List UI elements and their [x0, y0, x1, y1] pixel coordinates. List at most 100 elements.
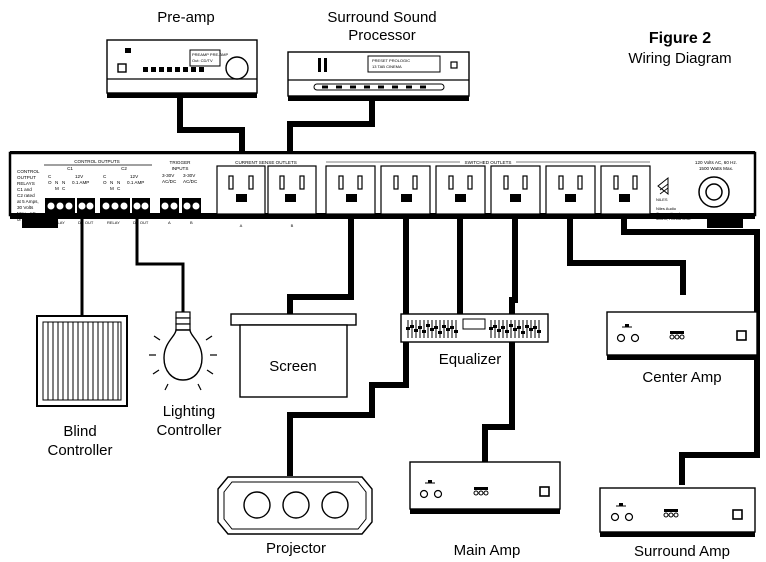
trigger-terminal-blocks — [160, 198, 201, 213]
svg-text:at 5 Amps,: at 5 Amps, — [17, 199, 39, 204]
preamp-display-line2: Out: CD/TV — [192, 58, 213, 63]
svg-text:AC/DC: AC/DC — [162, 179, 177, 184]
figure-title: Wiring Diagram — [628, 50, 731, 67]
svg-text:Miami, Florida USA: Miami, Florida USA — [656, 216, 691, 221]
svg-text:12V: 12V — [75, 174, 84, 179]
svg-text:C2: C2 — [121, 166, 127, 171]
svg-text:C: C — [103, 174, 107, 179]
svg-text:Niles Audio: Niles Audio — [656, 206, 677, 211]
main-amp-unit — [409, 461, 561, 514]
svg-text:O: O — [48, 180, 52, 185]
wire-screen — [287, 198, 354, 314]
svg-text:Corporation, Inc.: Corporation, Inc. — [656, 211, 686, 216]
preamp-button-row — [143, 67, 204, 72]
svg-text:N: N — [62, 180, 65, 185]
lighting-label-line2: Controller — [156, 422, 221, 439]
c1-contact-labels: C N O N M C 12V 0.1 AMP — [48, 174, 89, 191]
control-outputs-label: CONTROL OUTPUTS — [74, 159, 120, 164]
processor-label-line2: Processor — [348, 27, 416, 44]
trigger-inputs-label: TRIGGER — [170, 160, 192, 165]
svg-text:C1: C1 — [67, 166, 73, 171]
svg-text:NILES: NILES — [656, 197, 668, 202]
preamp-display — [189, 49, 221, 67]
equalizer-unit — [400, 313, 549, 343]
processor-display-line1: PRESET PROLOGIC — [372, 58, 410, 63]
svg-text:O: O — [103, 180, 107, 185]
svg-text:C: C — [117, 186, 121, 191]
current-sense-outlet-a: A — [216, 165, 266, 228]
preamp-volume-knob — [225, 56, 249, 80]
svg-text:DC OUT: DC OUT — [133, 220, 149, 225]
svg-text:B: B — [190, 220, 193, 225]
blind-label-line1: Blind — [63, 423, 96, 440]
svg-text:or DC.: or DC. — [17, 217, 30, 222]
current-sense-outlet-b: B — [267, 165, 317, 228]
svg-text:3-30V: 3-30V — [183, 173, 196, 178]
center-amp-label: Center Amp — [642, 369, 721, 386]
svg-text:N: N — [110, 180, 113, 185]
screen-unit: Screen — [230, 313, 357, 398]
projector-label: Projector — [266, 540, 326, 557]
svg-text:C2 rated: C2 rated — [17, 193, 35, 198]
surround-amp-unit — [599, 487, 756, 537]
svg-text:C: C — [48, 174, 52, 179]
wire-projector — [287, 198, 409, 476]
svg-text:A: A — [240, 223, 243, 228]
svg-text:Max., AC: Max., AC — [17, 211, 36, 216]
svg-text:3-30V: 3-30V — [162, 173, 175, 178]
plugs — [236, 194, 630, 202]
lighting-label-line1: Lighting — [163, 403, 216, 420]
surround-amp-label: Surround Amp — [634, 543, 730, 560]
svg-text:RELAY: RELAY — [107, 220, 120, 225]
niles-logo: NILES — [656, 176, 669, 202]
svg-text:INPUTS: INPUTS — [172, 166, 189, 171]
svg-text:12V: 12V — [130, 174, 139, 179]
wires — [80, 93, 760, 485]
svg-text:OUTPUT: OUTPUT — [17, 175, 36, 180]
svg-text:C: C — [62, 186, 66, 191]
switched-outlets-label: SWITCHED OUTLETS — [465, 160, 512, 165]
main-amp-label: Main Amp — [454, 542, 521, 559]
power-rating-line1: 120 Volts AC, 60 Hz. — [695, 160, 737, 165]
c2-contact-labels: C N O N M C 12V 0.1 AMP — [103, 174, 144, 191]
svg-text:30 Volts: 30 Volts — [17, 205, 34, 210]
svg-text:B: B — [291, 223, 294, 228]
c1-terminal-blocks — [45, 198, 95, 213]
equalizer-label: Equalizer — [439, 351, 502, 368]
preamp-button — [117, 63, 127, 73]
wire-main-amp — [482, 198, 518, 462]
relay-note: CONTROL OUTPUT RELAYS C1 and C2 rated at… — [17, 169, 40, 222]
figure-number: Figure 2 — [649, 30, 711, 47]
svg-text:A: A — [168, 220, 171, 225]
switched-outlets — [325, 165, 651, 215]
processor-label-line1: Surround Sound — [327, 9, 436, 26]
svg-text:CONTROL: CONTROL — [17, 169, 40, 174]
lightbulb-icon — [149, 311, 217, 391]
preamp-display-line1: PREAMP PRE-AMP — [192, 52, 228, 57]
wire-lighting — [135, 216, 185, 312]
surround-processor-unit: PRESET PROLOGIC 13 TAB CINEMA — [287, 51, 470, 101]
preamp-unit: PREAMP PRE-AMP Out: CD/TV — [106, 39, 258, 98]
current-sense-label: CURRENT SENSE OUTLETS — [235, 160, 297, 165]
processor-display — [367, 55, 441, 73]
blind-label-line2: Controller — [47, 442, 112, 459]
svg-text:C1 and: C1 and — [17, 187, 32, 192]
svg-text:AC/DC: AC/DC — [183, 179, 198, 184]
svg-text:RELAYS: RELAYS — [17, 181, 35, 186]
screen-label: Screen — [269, 358, 317, 375]
svg-text:DC OUT: DC OUT — [78, 220, 94, 225]
center-amp-unit — [606, 311, 758, 360]
svg-text:M: M — [110, 186, 114, 191]
blind-controller-unit — [36, 315, 128, 407]
projector-unit — [217, 476, 373, 535]
power-panel: CONTROL OUTPUT RELAYS C1 and C2 rated at… — [8, 151, 757, 228]
equalizer-display — [462, 318, 486, 330]
processor-display-line2: 13 TAB CINEMA — [372, 64, 402, 69]
svg-text:M: M — [55, 186, 59, 191]
svg-text:RELAY: RELAY — [52, 220, 65, 225]
wire-center-amp — [567, 198, 686, 295]
svg-text:N: N — [55, 180, 58, 185]
c2-terminal-blocks — [100, 198, 150, 213]
svg-text:N: N — [117, 180, 120, 185]
